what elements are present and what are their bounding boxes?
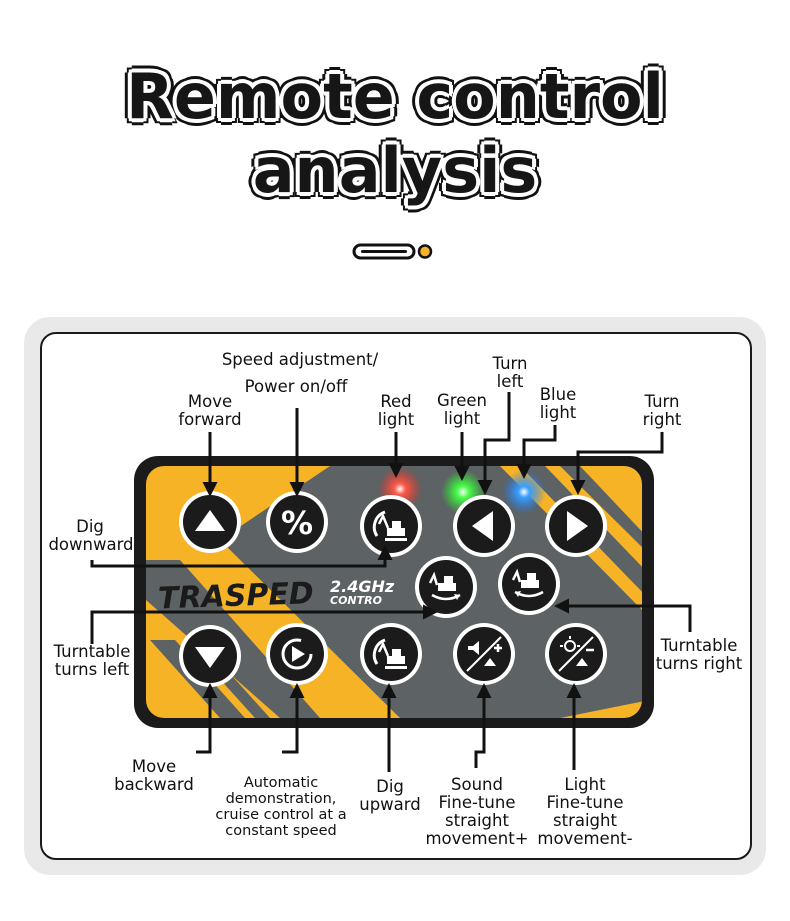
blue-led (502, 470, 546, 514)
label-light-4: movement- (537, 829, 633, 848)
label-dig-downward-2: downward (48, 535, 134, 554)
frequency-label: 2.4GHz (330, 577, 395, 596)
model-label: CONTRO (330, 594, 382, 607)
arrow-up-icon (195, 510, 225, 531)
label-red-light-1: Red (380, 392, 412, 411)
label-turntable-right-1: Turntable (660, 636, 738, 655)
label-red-light-2: light (377, 410, 415, 429)
light-fine-tune-button[interactable] (545, 623, 607, 685)
page-title-line-1: Remote control (126, 60, 664, 133)
turn-right-button[interactable] (545, 495, 607, 557)
turntable-right-button[interactable] (498, 553, 560, 615)
play-cycle-icon (281, 638, 313, 670)
label-dig-downward-1: Dig (76, 517, 104, 536)
move-backward-button[interactable] (179, 625, 241, 687)
label-dig-upward-2: upward (359, 795, 421, 814)
label-automatic-4: constant speed (225, 823, 337, 839)
light-minus-icon (558, 636, 594, 672)
label-sound-1: Sound (451, 775, 503, 794)
label-speed-adjustment: Speed adjustment/ (221, 350, 379, 369)
label-green-light-1: Green (437, 391, 487, 410)
turntable-left-icon (428, 571, 461, 601)
label-green-light-2: light (443, 409, 481, 428)
brand-logo: TRASPED (157, 576, 314, 616)
speed-power-button[interactable]: % (266, 491, 328, 553)
label-sound-2: Fine-tune (438, 793, 516, 812)
label-turn-right-2: right (642, 410, 682, 429)
label-light-3: straight (553, 811, 617, 830)
dig-upward-button[interactable] (360, 623, 422, 685)
move-forward-button[interactable] (179, 491, 241, 553)
label-move-forward-1: Move (187, 392, 233, 411)
label-automatic-2: demonstration, (225, 791, 337, 807)
arrow-right-icon (567, 511, 588, 541)
dig-downward-button[interactable] (360, 495, 422, 557)
label-automatic-3: cruise control at a (215, 807, 347, 823)
label-power: Power on/off (244, 377, 348, 396)
label-light-2: Fine-tune (546, 793, 624, 812)
turn-left-button[interactable] (453, 495, 515, 557)
label-turn-right-1: Turn (644, 392, 680, 411)
label-turntable-right-2: turns right (655, 654, 743, 673)
label-turn-left-1: Turn (492, 354, 528, 373)
label-sound-3: straight (445, 811, 509, 830)
label-light-1: Light (564, 775, 606, 794)
callout-lines (90, 392, 692, 772)
excavator-dig-down-icon (372, 510, 407, 541)
excavator-dig-up-icon (372, 638, 407, 669)
label-move-backward-2: backward (114, 775, 194, 794)
label-dig-upward-1: Dig (376, 777, 404, 796)
arrow-down-icon (195, 647, 225, 668)
turntable-right-icon (511, 568, 544, 598)
label-turntable-left-2: turns left (54, 660, 130, 679)
label-sound-4: movement+ (425, 829, 529, 848)
percent-icon: % (281, 504, 313, 542)
label-turntable-left-1: Turntable (53, 642, 131, 661)
sound-plus-icon (466, 636, 502, 672)
sound-fine-tune-button[interactable] (453, 623, 515, 685)
label-turn-left-2: left (496, 372, 524, 391)
arrow-left-icon (472, 511, 493, 541)
label-move-forward-2: forward (178, 410, 242, 429)
label-move-backward-1: Move (131, 757, 177, 776)
label-automatic-1: Automatic (243, 775, 319, 791)
automatic-demo-button[interactable] (266, 623, 328, 685)
turntable-left-button[interactable] (415, 556, 477, 618)
page-title-line-2: analysis (252, 134, 538, 207)
title-divider (352, 243, 433, 260)
label-blue-light-1: Blue (539, 385, 577, 404)
svg-text:%: % (281, 504, 313, 542)
label-blue-light-2: light (539, 403, 577, 422)
